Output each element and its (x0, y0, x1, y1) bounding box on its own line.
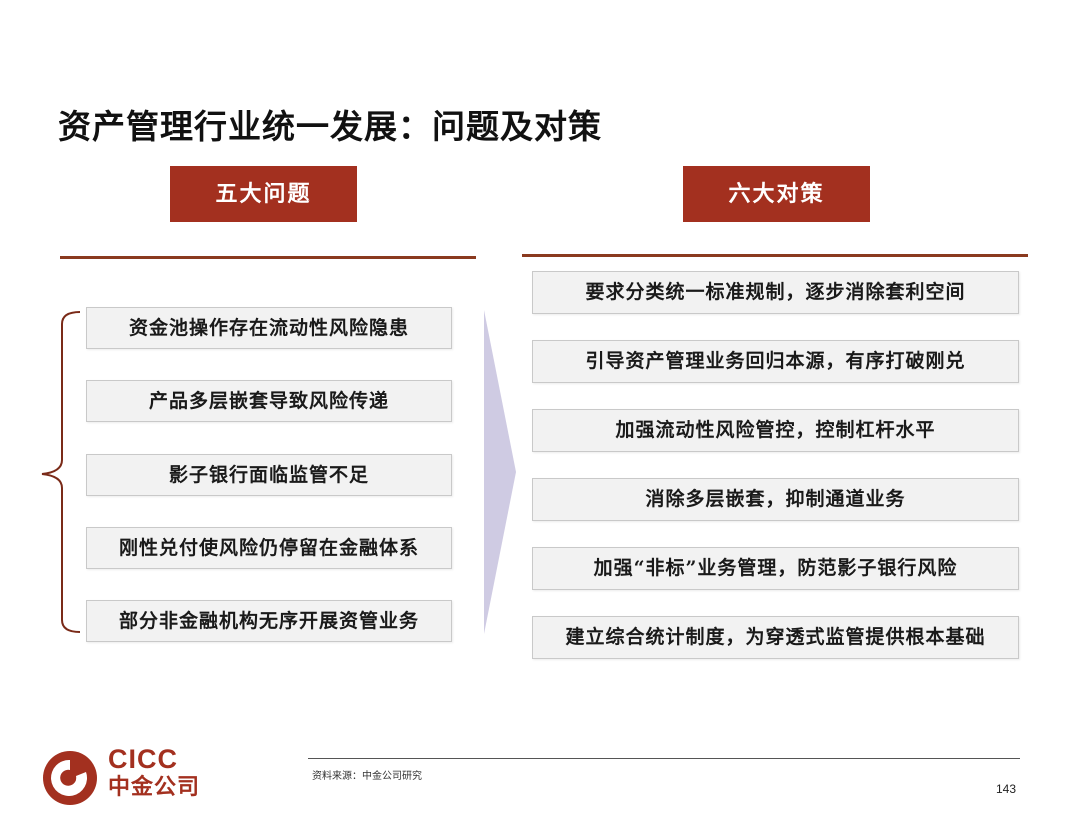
page-number: 143 (996, 782, 1017, 796)
right-divider (522, 254, 1028, 257)
page-title: 资产管理行业统一发展：问题及对策 (58, 107, 602, 146)
logo-text-en: CICC (108, 744, 178, 774)
footer-divider (308, 758, 1020, 759)
solutions-header: 六大对策 (683, 166, 870, 222)
logo-text-cn: 中金公司 (108, 774, 201, 799)
problem-item: 刚性兑付使风险仍停留在金融体系 (86, 527, 452, 569)
problem-item: 部分非金融机构无序开展资管业务 (86, 600, 452, 642)
arrow-shape (484, 310, 516, 634)
cicc-logo-icon (43, 751, 97, 805)
problem-item: 影子银行面临监管不足 (86, 454, 452, 496)
left-divider (60, 256, 476, 259)
solution-item: 消除多层嵌套，抑制通道业务 (532, 478, 1019, 521)
problems-header: 五大问题 (170, 166, 357, 222)
solution-item: 加强流动性风险管控，控制杠杆水平 (532, 409, 1019, 452)
solution-item: 引导资产管理业务回归本源，有序打破刚兑 (532, 340, 1019, 383)
left-bracket (41, 311, 81, 633)
problem-item: 产品多层嵌套导致风险传递 (86, 380, 452, 422)
solution-item: 要求分类统一标准规制，逐步消除套利空间 (532, 271, 1019, 314)
source-note: 资料来源：中金公司研究 (312, 771, 422, 782)
problem-item: 资金池操作存在流动性风险隐患 (86, 307, 452, 349)
solution-item: 建立综合统计制度，为穿透式监管提供根本基础 (532, 616, 1019, 659)
solution-item: 加强“非标”业务管理，防范影子银行风险 (532, 547, 1019, 590)
